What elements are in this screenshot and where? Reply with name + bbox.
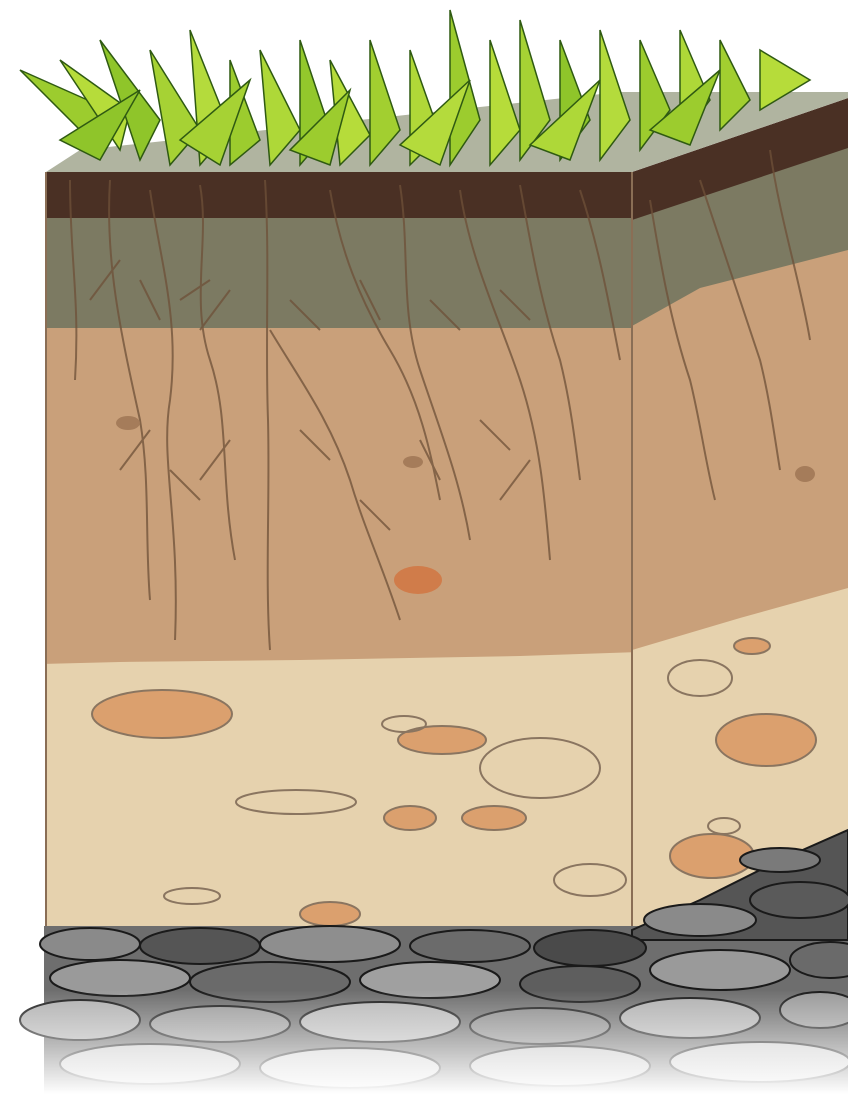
side-face <box>632 98 848 930</box>
pebble <box>716 714 816 766</box>
pebble <box>462 806 526 830</box>
stone <box>403 456 423 468</box>
pebble <box>398 726 486 754</box>
pebble <box>734 638 770 654</box>
side-subsoil <box>632 250 848 652</box>
humus-layer <box>40 172 640 220</box>
pebble <box>92 690 232 738</box>
pebble <box>384 806 436 830</box>
pebble <box>300 902 360 926</box>
stone <box>795 466 815 482</box>
bedrock-fade <box>0 990 848 1094</box>
grass-layer <box>20 10 810 165</box>
stone <box>394 566 442 594</box>
subsoil-layer <box>40 328 640 666</box>
stone <box>116 416 140 430</box>
